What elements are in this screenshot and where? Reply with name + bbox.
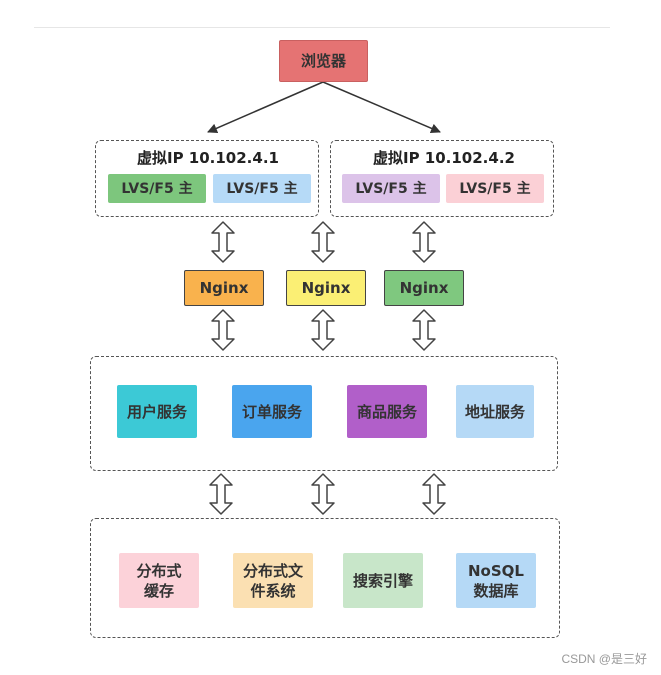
lvs-node-4: LVS/F5 主	[446, 174, 544, 203]
storage-nosql: NoSQL 数据库	[456, 553, 536, 608]
vip-group-2	[330, 140, 554, 217]
storage-dfs-label: 分布式文 件系统	[242, 561, 303, 600]
service-address-label: 地址服务	[464, 402, 525, 421]
nginx-node-1-label: Nginx	[199, 279, 249, 297]
nginx-node-2-label: Nginx	[301, 279, 351, 297]
lvs-node-3-label: LVS/F5 主	[355, 180, 427, 197]
double-arrow-nginx-services-2	[311, 309, 335, 351]
service-user: 用户服务	[117, 385, 197, 438]
double-arrow-vip-nginx-2	[311, 221, 335, 263]
double-arrow-vip-nginx-1	[211, 221, 235, 263]
lvs-node-3: LVS/F5 主	[342, 174, 440, 203]
browser-label: 浏览器	[300, 52, 346, 70]
nginx-node-1: Nginx	[184, 270, 264, 306]
arrow-browser-left	[207, 81, 324, 133]
nginx-node-3-label: Nginx	[399, 279, 449, 297]
services-group	[90, 356, 558, 471]
service-order: 订单服务	[232, 385, 312, 438]
storage-search: 搜索引擎	[343, 553, 423, 608]
nginx-node-2: Nginx	[286, 270, 366, 306]
lvs-node-1-label: LVS/F5 主	[121, 180, 193, 197]
service-user-label: 用户服务	[126, 402, 187, 421]
service-order-label: 订单服务	[241, 402, 302, 421]
double-arrow-services-storage-1	[209, 473, 233, 515]
arrow-browser-right	[322, 81, 441, 134]
lvs-node-4-label: LVS/F5 主	[459, 180, 531, 197]
storage-dfs: 分布式文 件系统	[233, 553, 313, 608]
storage-search-label: 搜索引擎	[352, 571, 413, 590]
browser-node: 浏览器	[279, 40, 368, 82]
double-arrow-nginx-services-3	[412, 309, 436, 351]
vip-group-1-title: 虚拟IP 10.102.4.1	[137, 149, 279, 167]
vip-group-2-title: 虚拟IP 10.102.4.2	[373, 149, 515, 167]
storage-cache-label: 分布式 缓存	[136, 561, 182, 600]
double-arrow-services-storage-2	[311, 473, 335, 515]
service-product: 商品服务	[347, 385, 427, 438]
storage-group	[90, 518, 560, 638]
service-address: 地址服务	[456, 385, 534, 438]
watermark: CSDN @是三好	[561, 652, 647, 666]
storage-cache: 分布式 缓存	[119, 553, 199, 608]
lvs-node-1: LVS/F5 主	[108, 174, 206, 203]
storage-nosql-label: NoSQL 数据库	[468, 561, 524, 600]
vip-group-1	[95, 140, 319, 217]
double-arrow-vip-nginx-3	[412, 221, 436, 263]
double-arrow-nginx-services-1	[211, 309, 235, 351]
lvs-node-2: LVS/F5 主	[213, 174, 311, 203]
service-product-label: 商品服务	[356, 402, 417, 421]
lvs-node-2-label: LVS/F5 主	[226, 180, 298, 197]
top-divider	[34, 27, 610, 28]
double-arrow-services-storage-3	[422, 473, 446, 515]
nginx-node-3: Nginx	[384, 270, 464, 306]
